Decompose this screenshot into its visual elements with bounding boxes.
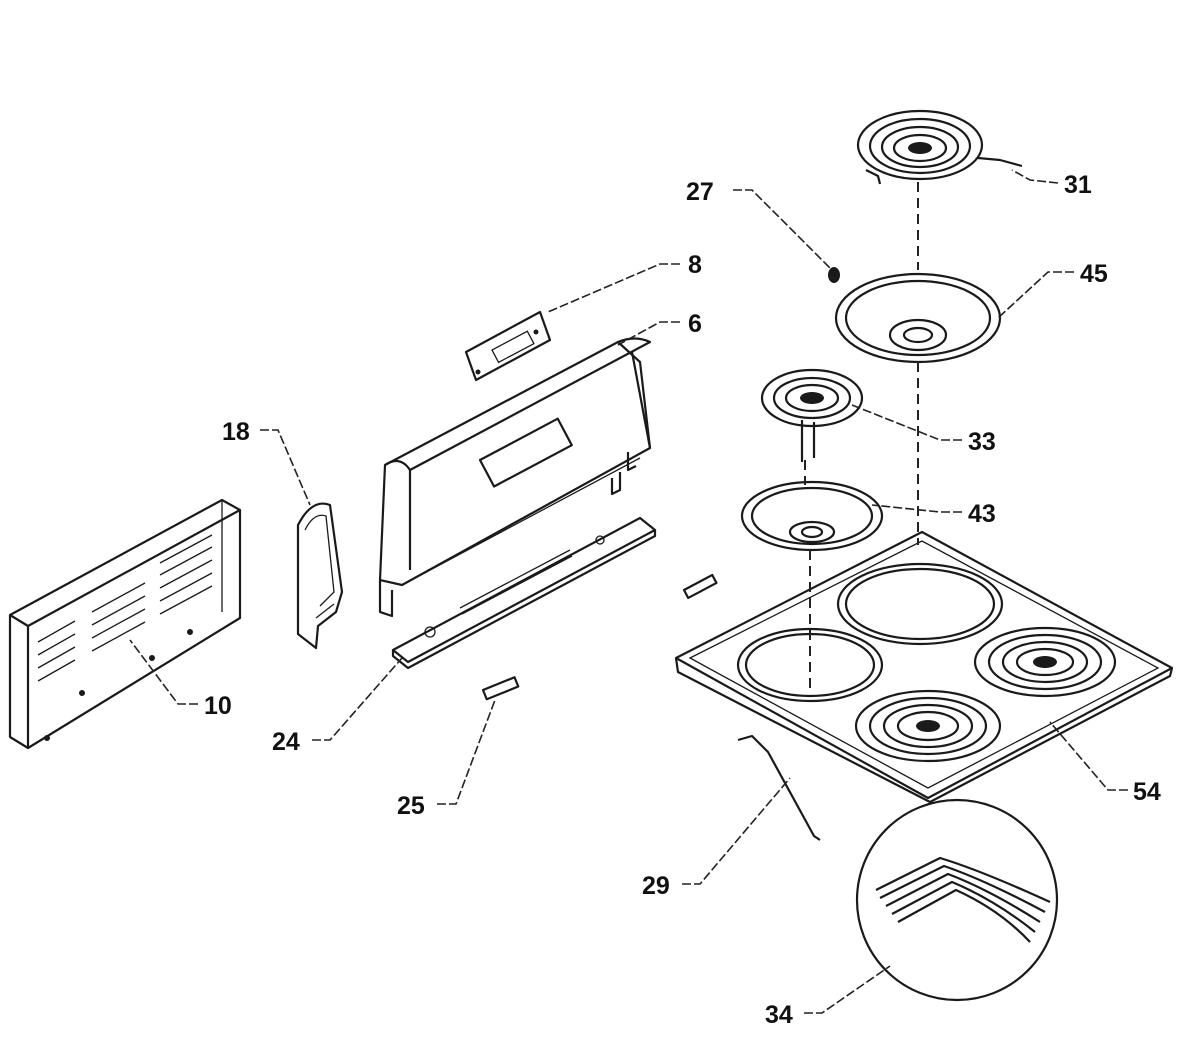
label-part-33: 33	[968, 428, 996, 456]
rod-part-29	[737, 734, 821, 841]
large-drip-pan-part-45	[834, 272, 1002, 364]
clip-part-25	[481, 676, 520, 701]
cooktop-part-54	[674, 530, 1174, 804]
label-part-10: 10	[204, 692, 232, 720]
label-part-27: 27	[686, 178, 714, 206]
screw-part-27	[828, 267, 840, 283]
label-part-8: 8	[688, 251, 702, 279]
rear-panel-part-10	[8, 498, 242, 750]
control-board-part-8	[464, 310, 552, 382]
label-part-18: 18	[222, 418, 250, 446]
assembly-axes	[804, 182, 919, 690]
label-part-43: 43	[968, 500, 996, 528]
small-drip-pan-part-43	[740, 480, 884, 552]
label-part-31: 31	[1064, 171, 1092, 199]
bracket-part-24	[391, 516, 657, 670]
wiring-detail-part-34	[855, 798, 1059, 1002]
label-part-45: 45	[1080, 260, 1108, 288]
large-element-part-31	[856, 109, 1023, 185]
label-part-6: 6	[688, 310, 702, 338]
label-part-25: 25	[397, 792, 425, 820]
small-element-part-33	[760, 368, 864, 462]
small-clip	[682, 573, 718, 600]
part-labels: 31 27 45 8 6 18 33 43 10 24 25 54 29 34	[204, 171, 1161, 1029]
label-part-29: 29	[642, 872, 670, 900]
label-part-24: 24	[272, 728, 300, 756]
end-cap-part-18	[296, 502, 344, 650]
label-part-54: 54	[1133, 778, 1161, 806]
leader-lines	[129, 169, 1128, 1014]
label-part-34: 34	[765, 1001, 793, 1029]
control-console-part-6	[378, 337, 652, 618]
